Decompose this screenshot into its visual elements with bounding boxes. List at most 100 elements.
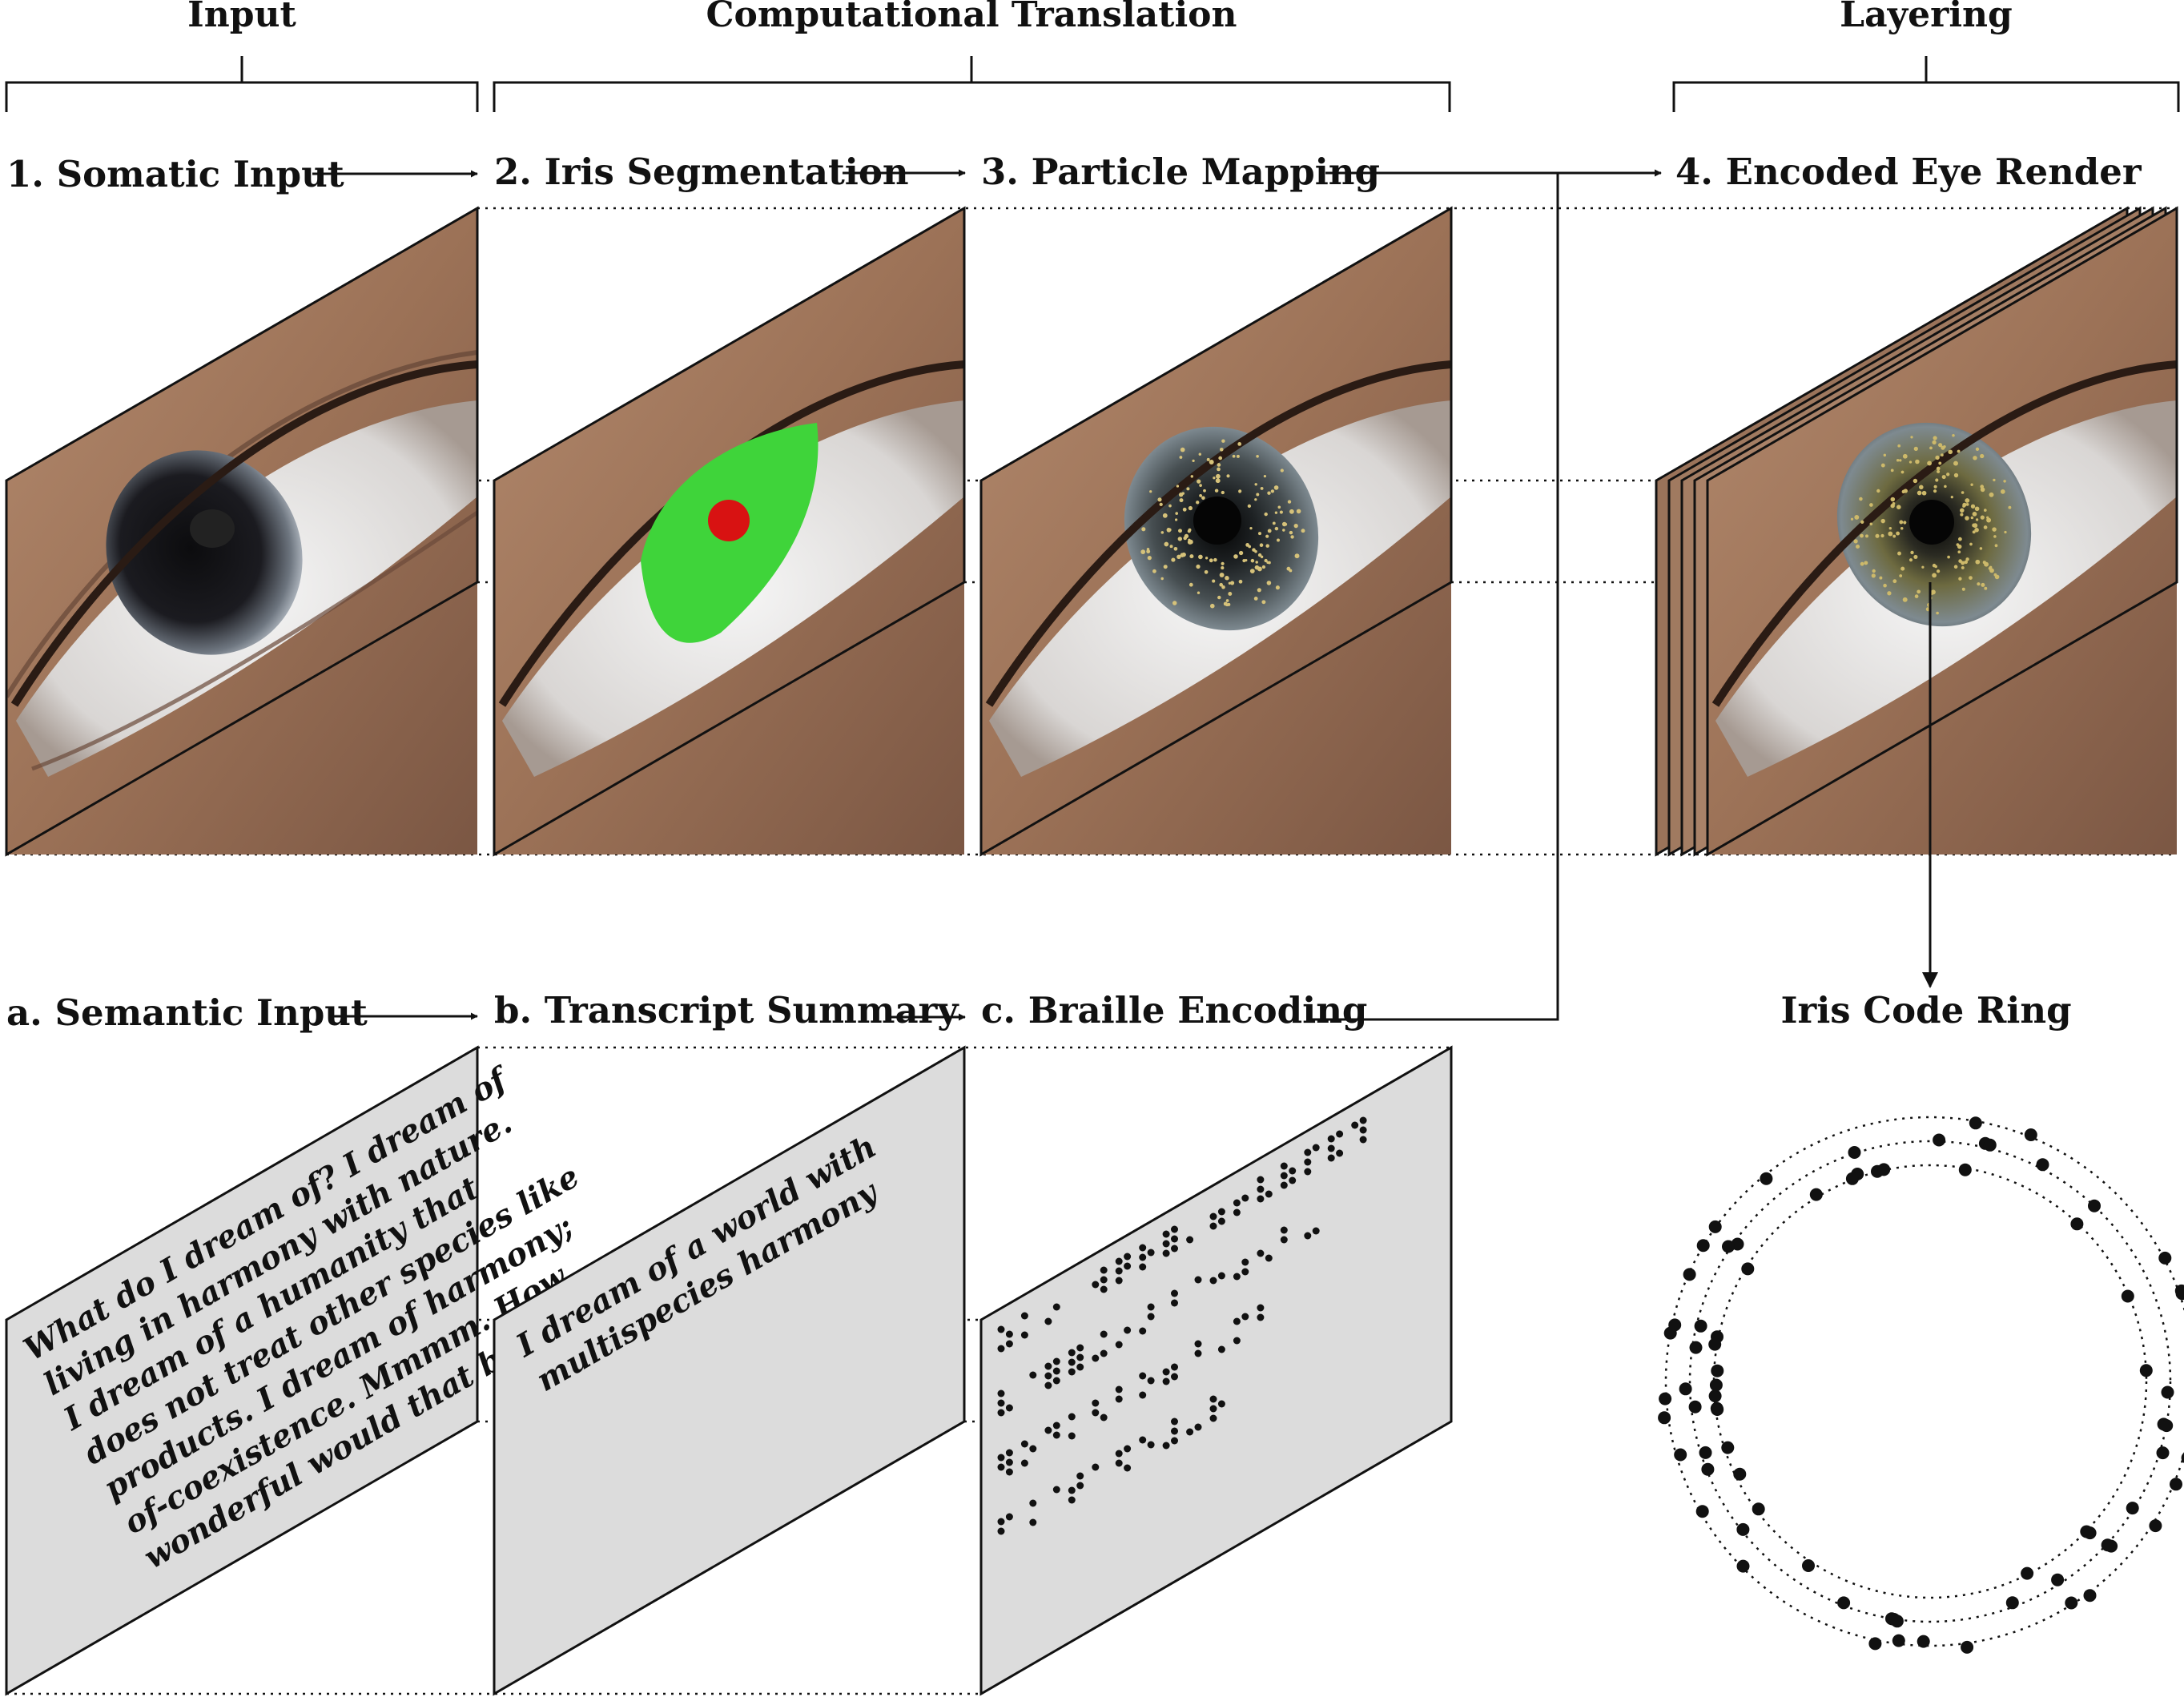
- braille-dot: [1233, 1199, 1241, 1207]
- sparkle: [1986, 517, 1992, 523]
- sparkle: [1947, 555, 1950, 559]
- sparkle: [1221, 490, 1225, 495]
- sparkle: [1883, 453, 1887, 457]
- sparkle: [1887, 591, 1892, 596]
- sparkle: [1176, 485, 1180, 488]
- braille-dot: [1171, 1289, 1178, 1297]
- braille-dot: [1100, 1266, 1108, 1274]
- sparkle: [1232, 454, 1236, 458]
- ring-dot: [2080, 1525, 2094, 1538]
- braille-dot: [1304, 1168, 1312, 1176]
- ring-dot: [2065, 1596, 2078, 1610]
- sparkle: [1961, 491, 1965, 494]
- sparkle: [1254, 483, 1257, 486]
- braille-dot: [1304, 1232, 1312, 1240]
- sparkle: [1289, 509, 1294, 514]
- braille-dot: [1257, 1249, 1265, 1257]
- sparkle: [1141, 527, 1146, 532]
- sparkle: [1164, 541, 1169, 547]
- ring-dot: [1890, 1615, 1904, 1628]
- header-layering: Layering: [1840, 0, 2013, 35]
- braille-dot: [1233, 1337, 1241, 1345]
- braille-dot: [1068, 1349, 1076, 1357]
- sparkle: [1217, 467, 1221, 472]
- sparkle: [1872, 569, 1876, 573]
- braille-dot: [1052, 1422, 1060, 1430]
- sparkle: [1965, 557, 1969, 561]
- ring-dot: [2175, 1287, 2184, 1301]
- braille-dot: [1029, 1371, 1037, 1379]
- sparkle: [1859, 497, 1863, 501]
- sparkle: [1250, 558, 1255, 563]
- braille-dot: [1020, 1331, 1028, 1339]
- sparkle: [1977, 582, 1981, 586]
- braille-dot: [1257, 1185, 1265, 1193]
- braille-dot: [1052, 1377, 1060, 1385]
- step-iris-code-ring: Iris Code Ring: [1780, 989, 2071, 1031]
- sparkle: [1176, 554, 1181, 560]
- braille-dot: [1029, 1499, 1037, 1507]
- braille-dot: [1092, 1463, 1100, 1471]
- sparkle: [1948, 449, 1953, 455]
- braille-dot: [1289, 1167, 1297, 1175]
- sparkle: [1935, 478, 1939, 482]
- sparkle: [1192, 459, 1195, 463]
- sparkle: [1213, 477, 1216, 480]
- ring-dot: [1708, 1220, 1722, 1233]
- braille-dot: [1257, 1313, 1265, 1321]
- ring-dot: [1689, 1341, 1703, 1354]
- sparkle: [1913, 446, 1918, 452]
- sparkle: [1219, 573, 1225, 577]
- sparkle: [1936, 611, 1939, 615]
- braille-dot: [1115, 1395, 1123, 1403]
- sparkle: [1980, 453, 1985, 459]
- braille-dot: [1162, 1377, 1170, 1385]
- sparkle: [1209, 603, 1215, 609]
- sparkle: [1198, 554, 1203, 560]
- sparkle: [1972, 512, 1977, 517]
- braille-dot: [1044, 1426, 1052, 1434]
- ring-dot: [1694, 1319, 1707, 1333]
- braille-dot: [1327, 1135, 1335, 1143]
- braille-dot: [997, 1463, 1005, 1471]
- sparkle: [1213, 557, 1217, 562]
- braille-dot: [997, 1409, 1005, 1417]
- braille-dot: [1257, 1195, 1265, 1203]
- braille-dot: [1304, 1148, 1312, 1156]
- ring-dot: [1741, 1262, 1755, 1276]
- sparkle: [1279, 510, 1283, 514]
- sparkle: [1900, 527, 1904, 530]
- braille-dot: [1209, 1212, 1217, 1220]
- braille-dot: [1092, 1399, 1100, 1407]
- sparkle: [1973, 456, 1977, 460]
- sparkle: [1958, 577, 1962, 581]
- braille-dot: [1280, 1226, 1288, 1234]
- sparkle: [1219, 582, 1224, 587]
- ring-dot: [1695, 1505, 1709, 1518]
- sparkle: [1263, 474, 1267, 478]
- braille-dot: [1171, 1437, 1178, 1445]
- sparkle: [1254, 565, 1260, 570]
- sparkle: [1864, 561, 1868, 565]
- braille-dot: [1162, 1442, 1170, 1450]
- braille-dot: [1312, 1227, 1320, 1235]
- panel-braille-encoding: [979, 1045, 1453, 1696]
- sparkle: [1957, 537, 1962, 541]
- sparkle: [1910, 436, 1913, 439]
- sparkle: [1260, 555, 1264, 559]
- ring-dot: [2126, 1502, 2139, 1515]
- panel-encoded-eye-render: [1655, 206, 2178, 857]
- bracket-computational-translation: [493, 56, 1451, 112]
- sparkle: [1266, 581, 1272, 585]
- sparkle: [1896, 458, 1900, 462]
- sparkle: [1958, 559, 1962, 563]
- ring-dot: [2161, 1385, 2174, 1399]
- sparkle: [1933, 485, 1937, 489]
- sparkle: [1218, 456, 1223, 460]
- sparkle: [1261, 600, 1266, 605]
- sparkle: [1908, 460, 1913, 464]
- braille-dot: [1217, 1208, 1225, 1216]
- sparkle: [1175, 512, 1179, 515]
